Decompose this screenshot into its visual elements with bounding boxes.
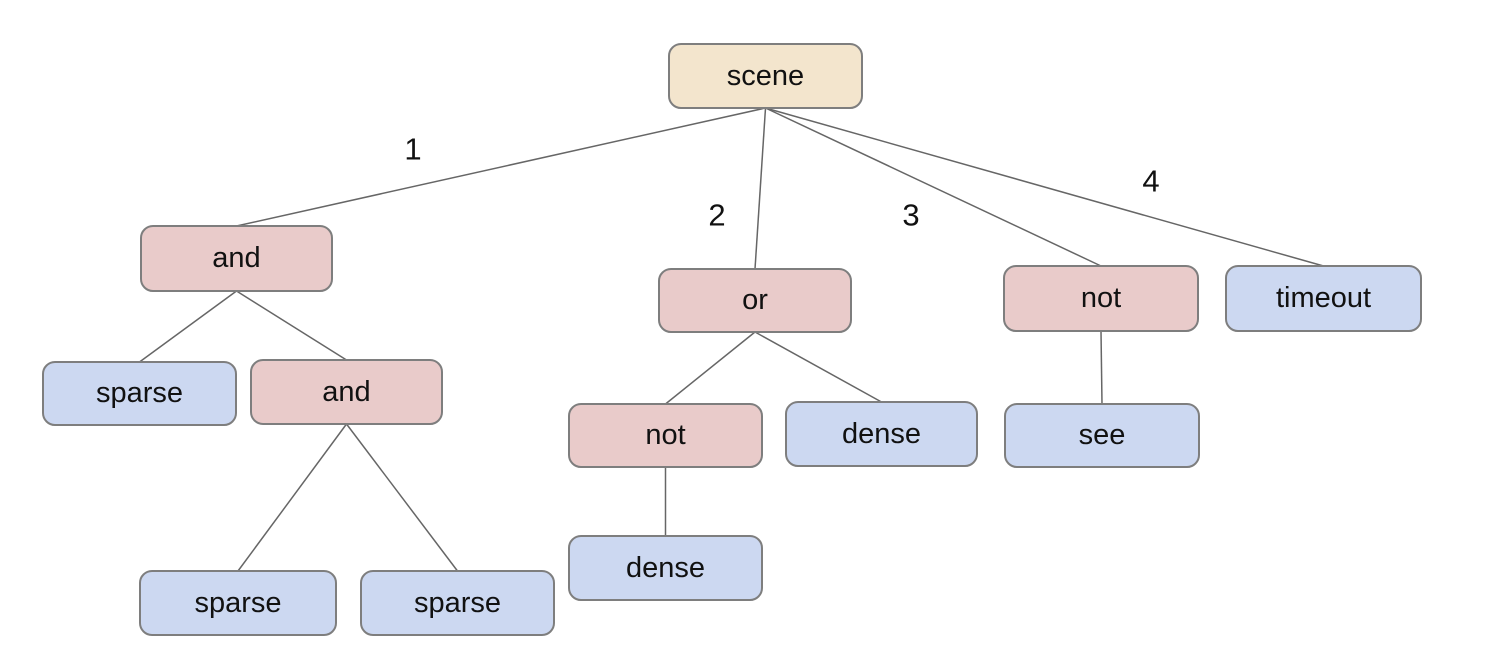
edge-or1-dense1 bbox=[754, 331, 882, 403]
edge-label-1: 1 bbox=[404, 131, 422, 167]
edge-scene-and1 bbox=[236, 107, 766, 227]
tree-node-dense1[interactable]: dense bbox=[785, 401, 978, 467]
edge-scene-or1 bbox=[754, 107, 767, 270]
edge-not1-see1 bbox=[1100, 330, 1103, 405]
edge-and2-sparse2 bbox=[237, 423, 348, 572]
tree-node-sparse1[interactable]: sparse bbox=[42, 361, 237, 426]
edge-scene-not1 bbox=[765, 107, 1102, 267]
tree-node-and2[interactable]: and bbox=[250, 359, 443, 425]
tree-node-see1[interactable]: see bbox=[1004, 403, 1200, 468]
tree-node-and1[interactable]: and bbox=[140, 225, 333, 292]
tree-node-not2[interactable]: not bbox=[568, 403, 763, 468]
tree-node-sparse2[interactable]: sparse bbox=[139, 570, 337, 636]
edge-label-4: 4 bbox=[1142, 163, 1160, 199]
tree-node-timeout1[interactable]: timeout bbox=[1225, 265, 1422, 332]
edge-label-3: 3 bbox=[902, 197, 920, 233]
tree-node-or1[interactable]: or bbox=[658, 268, 852, 333]
edge-scene-timeout1 bbox=[765, 107, 1324, 267]
edge-and1-sparse1 bbox=[139, 290, 237, 363]
edge-label-2: 2 bbox=[708, 197, 726, 233]
edge-or1-not2 bbox=[665, 331, 756, 405]
tree-node-scene[interactable]: scene bbox=[668, 43, 863, 109]
tree-node-sparse3[interactable]: sparse bbox=[360, 570, 555, 636]
tree-node-not1[interactable]: not bbox=[1003, 265, 1199, 332]
edge-and1-and2 bbox=[236, 290, 347, 361]
tree-node-dense2[interactable]: dense bbox=[568, 535, 763, 601]
edge-and2-sparse3 bbox=[345, 423, 459, 572]
